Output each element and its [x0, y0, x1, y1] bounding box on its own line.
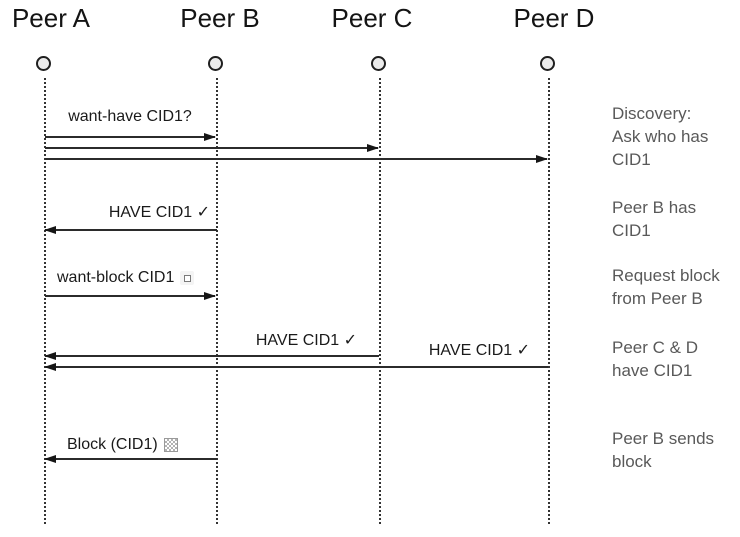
annotation-request-block: Request block from Peer B [612, 266, 720, 308]
lifeline-peer-b [216, 78, 218, 524]
annotation-peer-b-sends: Peer B sends block [612, 429, 715, 471]
peer-head-circle-d [540, 56, 555, 71]
want-have-label-text: want-have CID1? [68, 108, 192, 125]
block-label-text: Block (CID1) [67, 436, 158, 453]
arrow-block-b-to-a [44, 455, 217, 463]
annotation-discovery: Discovery: Ask who has CID1 [612, 104, 709, 169]
arrow-have-d-to-a [44, 363, 548, 371]
peer-head-circle-a [36, 56, 51, 71]
peer-title-b: Peer B [180, 3, 260, 33]
have-d-label-text: HAVE CID1 ✓ [428, 342, 530, 359]
arrow-want-block-a-to-b [45, 292, 216, 300]
annotation-peer-c-d-have: Peer C & D have CID1 [612, 338, 698, 380]
message-label-want-block: want-block CID1 [57, 269, 195, 287]
message-label-have-c: HAVE CID1 ✓ [256, 330, 357, 350]
lifeline-peer-c [379, 78, 381, 524]
peer-head-circle-b [208, 56, 223, 71]
empty-box-icon [180, 271, 195, 285]
message-label-block: Block (CID1) [67, 436, 178, 454]
annotation-peer-b-has: Peer B has CID1 [612, 198, 697, 240]
lifeline-peer-a [44, 78, 46, 524]
message-label-have-b: HAVE CID1 ✓ [109, 202, 210, 222]
peer-title-d: Peer D [513, 3, 595, 33]
want-block-label-text: want-block CID1 [57, 269, 175, 286]
lifeline-peer-d [548, 78, 550, 524]
arrow-discovery-a-to-c [45, 144, 379, 152]
message-label-want-have: want-have CID1? [45, 108, 215, 126]
message-label-have-d: HAVE CID1 ✓ [429, 340, 530, 360]
peer-title-c: Peer C [331, 3, 413, 33]
arrow-have-c-to-a [44, 352, 379, 360]
peer-head-circle-c [371, 56, 386, 71]
arrow-discovery-a-to-d [45, 155, 548, 163]
arrow-want-have-a-to-b [45, 133, 216, 141]
arrow-have-b-to-a [44, 226, 217, 234]
have-c-label-text: HAVE CID1 ✓ [255, 332, 357, 349]
have-b-label-text: HAVE CID1 ✓ [108, 204, 210, 221]
peer-title-a: Peer A [11, 3, 91, 33]
hatched-block-icon [163, 438, 178, 452]
